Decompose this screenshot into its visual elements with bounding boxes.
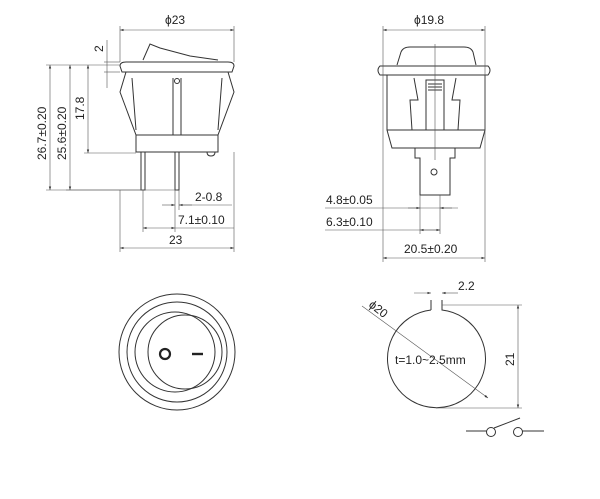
terminal [414,148,456,196]
body-outline [386,75,486,149]
dim-height-pins: 25.6±0.20 [55,106,69,160]
switch-schematic-symbol [466,417,544,437]
rocker-outline [142,43,219,61]
dim-body-width: 20.5±0.20 [404,242,458,256]
dim-terminal-spacing: 6.3±0.10 [326,215,373,229]
flange [119,61,235,73]
dim-terminal-width: 4.8±0.05 [326,193,373,207]
dim-cutout-diameter: ϕ20 [366,297,391,321]
pin [140,151,146,191]
off-symbol [158,347,172,361]
dim-height-body: 17.8 [73,96,87,120]
pin [174,151,180,191]
dim-rocker-height: 2 [92,45,106,52]
cutout-outline [387,300,486,409]
dim-height-total: 26.7±0.20 [35,106,49,160]
dim-diameter: ϕ19.8 [414,13,444,27]
dim-pin-thickness: 2-0.8 [195,190,223,204]
side-view: ϕ23 23 26.7±0.20 25.6±0.20 17.8 2 2-0.8 … [35,13,235,252]
dim-width-top: ϕ23 [165,13,185,27]
dim-width-bottom: 23 [169,233,183,247]
dim-pin-spacing: 7.1±0.10 [178,213,225,227]
panel-cutout: 2.2 ϕ20 t=1.0~2.5mm 21 [361,279,522,409]
front-side-view: ϕ19.8 4.8±0.05 6.3±0.10 20.5±0.20 [325,13,491,262]
dim-key-width: 2.2 [458,279,475,293]
panel-thickness: t=1.0~2.5mm [395,353,466,367]
flange [377,65,491,76]
dim-cutout-height: 21 [503,352,517,366]
top-view: O – [118,293,236,411]
